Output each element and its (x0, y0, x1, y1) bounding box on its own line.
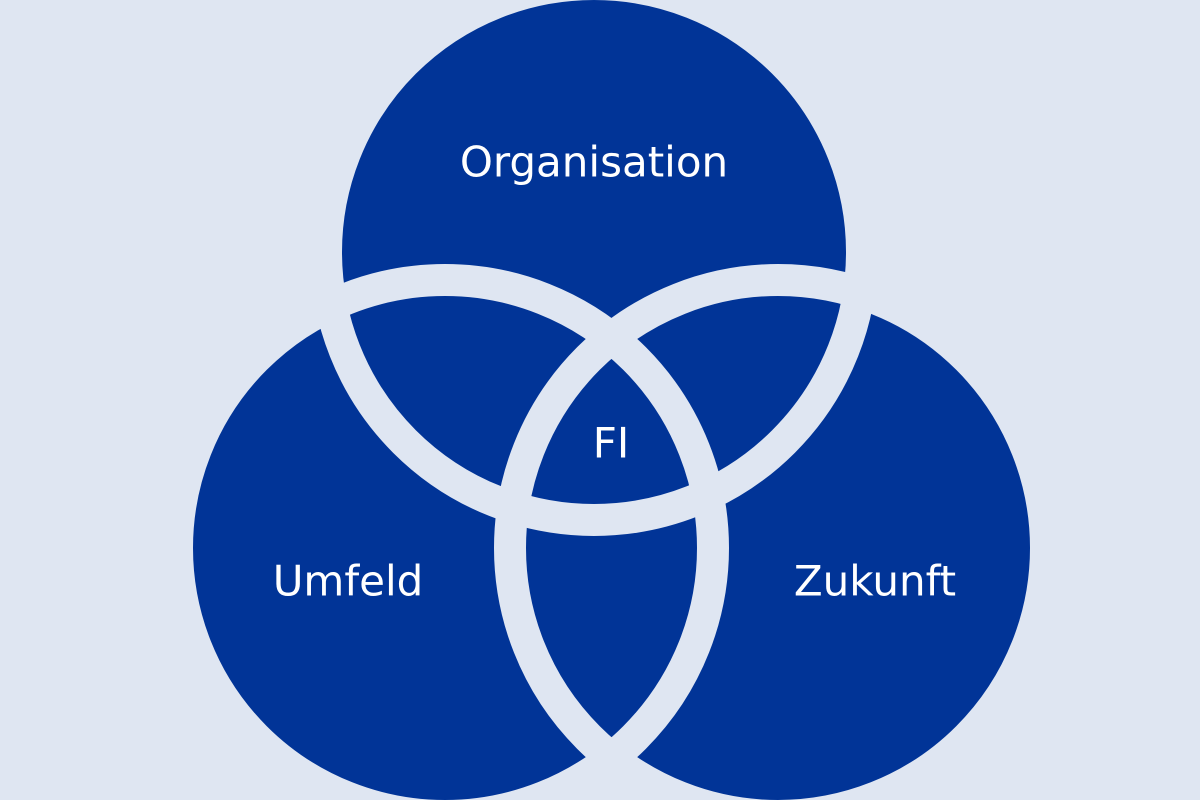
ring-umfeld (161, 264, 729, 800)
circle-zukunft (510, 280, 1046, 800)
label-organisation: Organisation (460, 138, 728, 187)
ring-organisation (310, 0, 878, 536)
label-zukunft: Zukunft (794, 557, 956, 606)
label-umfeld: Umfeld (273, 557, 424, 606)
ring-zukunft (494, 264, 1062, 800)
label-center: FI (593, 419, 630, 468)
